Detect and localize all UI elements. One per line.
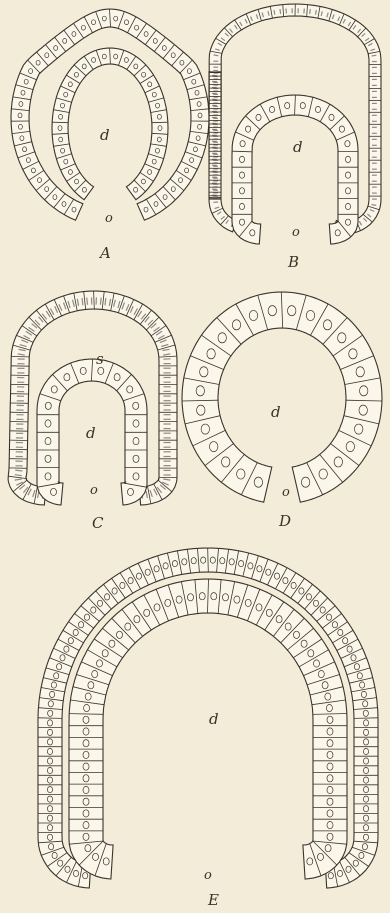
figure-b-outer-granule	[280, 9, 281, 14]
figure-a-inner-cell-wall	[52, 122, 68, 123]
figure-e-mouth-label: o	[204, 869, 212, 882]
figure-a-outer-layer	[11, 9, 209, 220]
figure-c-outer-granule	[100, 298, 101, 305]
figure-a-inner-cell-wall	[152, 122, 168, 123]
figure-c-caption: C	[92, 516, 103, 531]
figure-b-outer-granule	[274, 10, 275, 15]
figure-c-outer-layer	[8, 291, 177, 505]
figure-e-inner-label: d	[209, 712, 219, 727]
figure-b-outer-granule	[316, 10, 317, 15]
figure-a-inner-layer	[52, 48, 168, 200]
figure-b-mouth-label: o	[292, 226, 300, 239]
figure-c-outer-label: s	[96, 352, 104, 367]
figure-b-outer-granule	[372, 55, 377, 56]
figure-d-inner-label: d	[271, 405, 281, 420]
figure-c-mouth-label: o	[90, 484, 98, 497]
figure-b-caption: B	[288, 255, 299, 270]
figure-b-inner-label: d	[293, 140, 303, 155]
figure-c-outer-granule	[105, 298, 106, 305]
figure-b-inner-layer	[232, 95, 358, 244]
figure-c-inner-label: d	[86, 426, 96, 441]
figure-a-caption: A	[100, 246, 111, 261]
figure-d-mouth-label: o	[282, 486, 290, 499]
figure-e-inner-layer	[69, 579, 347, 879]
figure-d-caption: D	[279, 514, 291, 529]
figure-c-outer-granule	[87, 298, 88, 305]
figure-b-outer-granule	[310, 9, 311, 14]
figure-a-mouth-label: o	[105, 212, 113, 225]
figure-c-outer-granule	[82, 298, 83, 305]
figure-e-caption: E	[208, 893, 219, 908]
figure-d-ring-layer	[182, 292, 382, 502]
figure-a-inner-label: d	[100, 128, 110, 143]
